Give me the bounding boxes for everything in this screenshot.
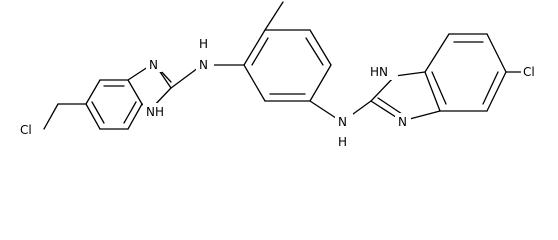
nh-link-left-bg	[196, 38, 214, 71]
nh-ring-left-label: NH	[146, 105, 164, 119]
bond-center-f	[243, 64, 266, 102]
cl-right-bg	[521, 63, 543, 79]
bond-center-d	[309, 64, 332, 102]
bond-right-imidazole-b	[394, 71, 426, 77]
bond-center-c	[309, 29, 332, 66]
bond-right-benzene-double-b	[482, 71, 499, 105]
bond-right-imidazole-double	[377, 97, 403, 115]
nh-ring-right-label: HN	[370, 65, 388, 79]
nh-link-right-bg	[335, 113, 353, 147]
bond-center-double-b	[305, 37, 324, 66]
chemical-structure-diagram: Cl N NH H N N H HN N Cl	[18, 1, 543, 149]
bond-left-benzene-g	[85, 103, 101, 130]
bond-left-benzene-double-c	[91, 101, 105, 124]
bond-center-double-a	[251, 37, 269, 66]
bond-right-benzene-b	[424, 33, 450, 73]
atom-labels: Cl N NH H N N H HN N Cl	[18, 37, 543, 149]
bond-left-benzene-d	[127, 79, 143, 105]
n-imine-left-label: N	[149, 58, 158, 72]
nh-ring-right-bg	[368, 63, 398, 80]
bond-right-benzene-e	[486, 71, 507, 112]
bond-right-benzene-double-c	[431, 71, 447, 105]
cl-right-label: Cl	[523, 65, 535, 79]
bond-right-imidazole-a	[370, 75, 396, 102]
bond-right-benzene-a	[424, 71, 441, 112]
bond-lines	[43, 1, 527, 130]
nh-link-left-h-label: H	[199, 37, 208, 51]
bond-cl-left	[43, 103, 59, 130]
nh-link-right-h-label: H	[338, 135, 347, 149]
nh-link-right-n-label: N	[338, 115, 347, 129]
bond-left-benzene-b	[85, 79, 101, 105]
bond-left-benzene-e	[127, 103, 143, 130]
bond-right-benzene-d	[486, 33, 507, 73]
bond-left-benzene-double-b	[123, 101, 137, 124]
nh-link-left-n-label: N	[199, 58, 208, 72]
bond-methyl	[264, 1, 284, 31]
n-imine-left-bg	[146, 56, 162, 72]
n-imine-right-label: N	[398, 115, 407, 129]
bond-center-a	[243, 29, 266, 66]
cl-left-bg	[18, 121, 40, 137]
cl-left-label: Cl	[20, 123, 32, 137]
nh-ring-left-bg	[143, 103, 171, 119]
n-imine-right-bg	[395, 113, 411, 129]
